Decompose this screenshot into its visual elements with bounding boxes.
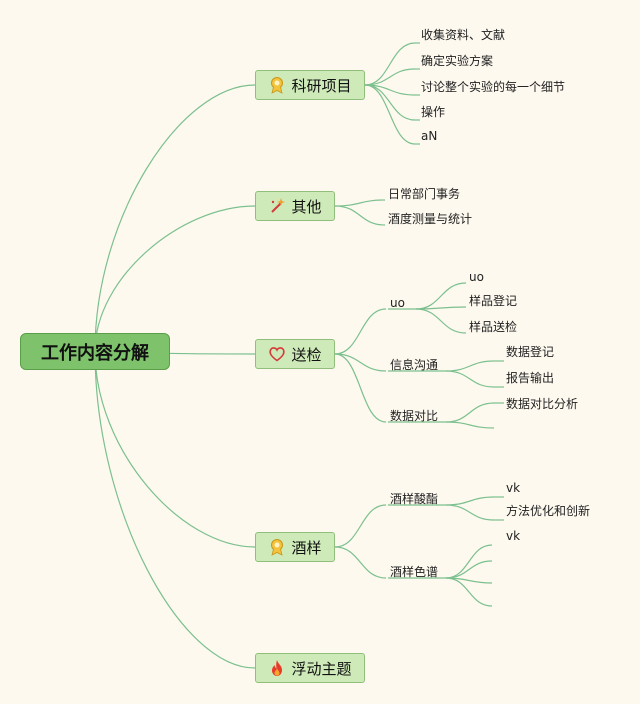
topic-label: 送检 bbox=[291, 345, 322, 364]
leaf-sample-registration[interactable]: 样品登记 bbox=[469, 294, 518, 308]
connector-line bbox=[364, 68, 416, 86]
connector-line bbox=[445, 360, 495, 372]
root-connector bbox=[94, 350, 256, 669]
leaf-method-innovation[interactable]: 方法优化和创新 bbox=[506, 504, 591, 518]
connector-line bbox=[364, 84, 416, 121]
leaf-discuss-details[interactable]: 讨论整个实验的每一个细节 bbox=[421, 80, 566, 94]
leaf-vk[interactable]: vk bbox=[506, 529, 521, 543]
root-connector bbox=[94, 84, 256, 352]
leaf-sample-submission[interactable]: 样品送检 bbox=[469, 320, 518, 334]
heart-icon bbox=[269, 347, 286, 362]
connector-line bbox=[445, 577, 493, 607]
leaf-vk[interactable]: vk bbox=[506, 481, 521, 495]
root-topic[interactable]: 工作内容分解 bbox=[20, 333, 170, 370]
connector-line bbox=[445, 421, 495, 429]
topic-label: 其他 bbox=[291, 197, 322, 216]
connector-line bbox=[445, 370, 495, 388]
leaf-data-registration[interactable]: 数据登记 bbox=[506, 345, 555, 359]
connector-line bbox=[445, 560, 493, 579]
topic-liquor-samples[interactable]: 酒样 bbox=[255, 532, 335, 562]
leaf-daily-affairs[interactable]: 日常部门事务 bbox=[388, 187, 461, 201]
leaf-operation[interactable]: 操作 bbox=[421, 105, 446, 119]
connector-line bbox=[364, 42, 416, 86]
topic-label: 酒样 bbox=[291, 538, 322, 557]
subtopic-acid-ester[interactable]: 酒样酸酯 bbox=[390, 492, 439, 506]
leaf-data-comparison-analysis[interactable]: 数据对比分析 bbox=[506, 397, 579, 411]
subtopic-communication[interactable]: 信息沟通 bbox=[390, 358, 439, 372]
subtopic-chromatography[interactable]: 酒样色谱 bbox=[390, 565, 439, 579]
topic-floating[interactable]: 浮动主题 bbox=[255, 653, 365, 683]
leaf-an[interactable]: aN bbox=[421, 129, 438, 143]
fire-icon bbox=[272, 660, 283, 676]
topic-others[interactable]: 其他 bbox=[255, 191, 335, 221]
subtopic-data-comparison[interactable]: 数据对比 bbox=[390, 409, 439, 423]
connector-line bbox=[445, 496, 495, 506]
connector-line bbox=[334, 199, 386, 207]
topic-label: 科研项目 bbox=[291, 76, 352, 95]
connector-line bbox=[334, 308, 387, 355]
connector-line bbox=[334, 353, 387, 423]
topic-research-project[interactable]: 科研项目 bbox=[255, 70, 365, 100]
connector-line bbox=[334, 205, 386, 226]
leaf-alcohol-measurement[interactable]: 酒度测量与统计 bbox=[388, 212, 473, 226]
connector-line bbox=[415, 282, 467, 310]
connector-line bbox=[445, 504, 495, 521]
root-connector bbox=[94, 350, 256, 548]
topic-label: 浮动主题 bbox=[291, 659, 352, 678]
leaf-collect-literature[interactable]: 收集资料、文献 bbox=[421, 28, 506, 42]
magic-wand-icon bbox=[271, 198, 286, 213]
connector-line bbox=[445, 402, 495, 423]
connector-line bbox=[364, 84, 416, 145]
connector-line bbox=[415, 308, 467, 334]
root-topic-label: 工作内容分解 bbox=[41, 342, 149, 364]
connector-line bbox=[334, 504, 387, 548]
connector-line bbox=[334, 546, 387, 579]
medal-icon bbox=[271, 77, 284, 94]
root-connector bbox=[94, 205, 256, 352]
connector-line bbox=[334, 353, 387, 372]
topic-inspection[interactable]: 送检 bbox=[255, 339, 335, 369]
medal-icon bbox=[271, 539, 284, 556]
leaf-experiment-plan[interactable]: 确定实验方案 bbox=[421, 54, 494, 68]
subtopic-uo[interactable]: uo bbox=[390, 296, 405, 310]
leaf-report-output[interactable]: 报告输出 bbox=[506, 371, 555, 385]
leaf-uo[interactable]: uo bbox=[469, 270, 484, 284]
